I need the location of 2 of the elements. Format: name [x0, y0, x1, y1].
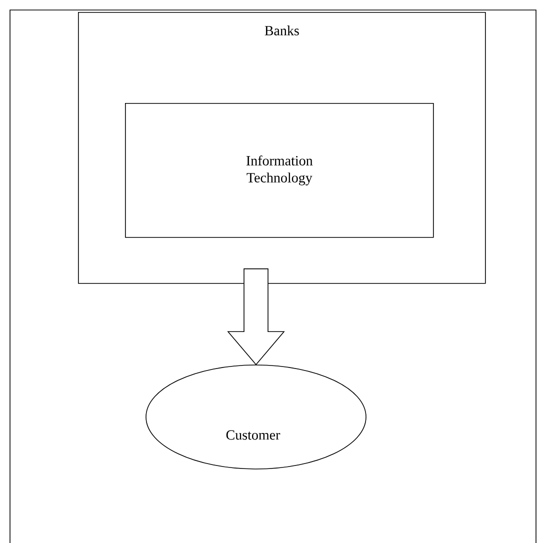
box: Information Technology	[125, 103, 434, 238]
block-arrow	[227, 268, 285, 366]
